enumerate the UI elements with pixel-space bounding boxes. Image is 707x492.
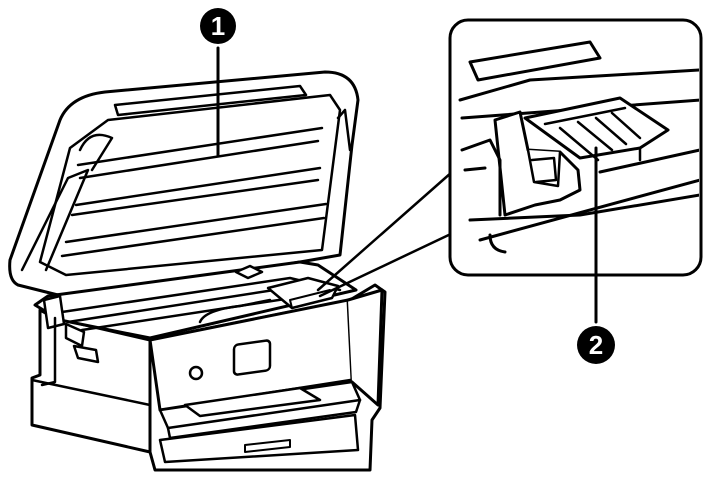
scanner-lid [8, 70, 360, 302]
callout-1-number: 1 [211, 11, 225, 41]
callout-2-badge [577, 326, 615, 364]
printer-body [30, 260, 387, 472]
callout-1-badge [200, 8, 236, 44]
cartridge-detail-inset [448, 18, 703, 277]
inset-leader-lines [316, 170, 457, 298]
callout-1: 1 [200, 8, 236, 157]
callout-2-number: 2 [589, 330, 603, 360]
callout-2: 2 [577, 146, 615, 364]
